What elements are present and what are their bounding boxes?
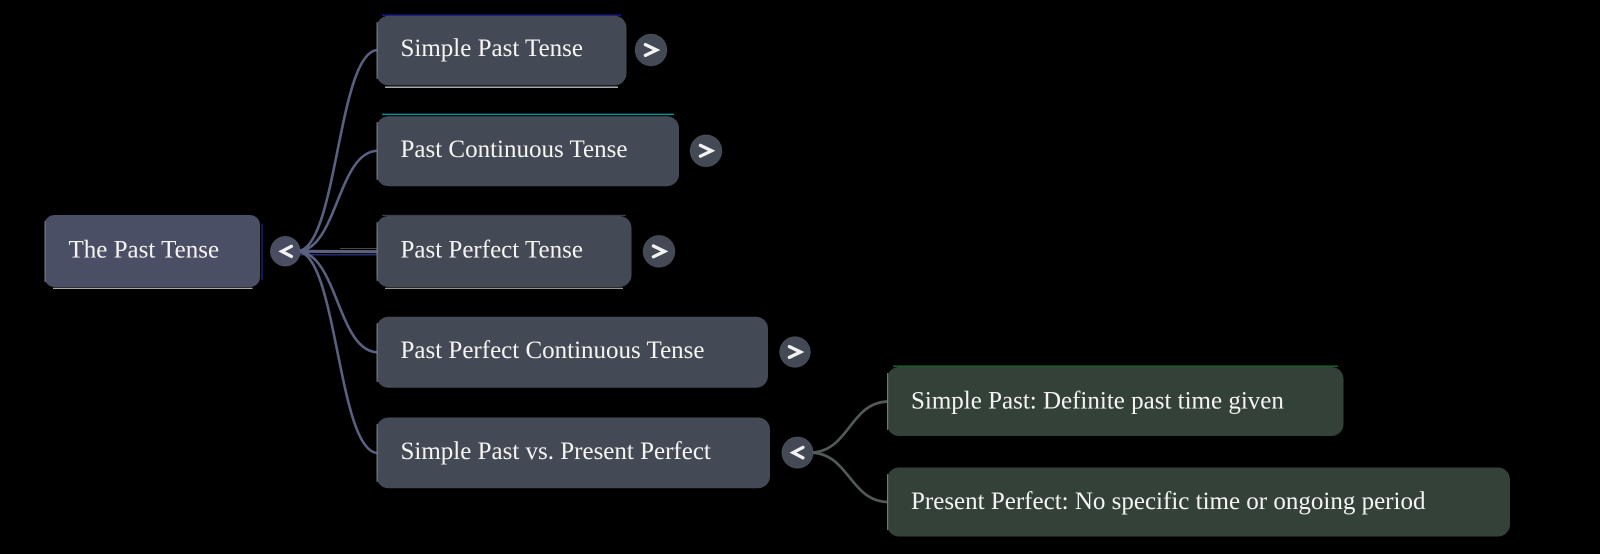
svg-text:Simple Past vs. Present Perfec: Simple Past vs. Present Perfect [401, 438, 711, 465]
svg-text:Past Perfect Continuous Tense: Past Perfect Continuous Tense [401, 337, 705, 364]
svg-text:Present Perfect: No specific t: Present Perfect: No specific time or ong… [911, 488, 1426, 515]
svg-text:The Past Tense: The Past Tense [69, 236, 220, 263]
svg-text:Past Continuous Tense: Past Continuous Tense [401, 136, 628, 163]
svg-text:Simple Past Tense: Simple Past Tense [401, 35, 584, 62]
svg-text:Past Perfect Tense: Past Perfect Tense [401, 237, 583, 264]
svg-text:Simple Past: Definite past tim: Simple Past: Definite past time given [911, 388, 1284, 415]
